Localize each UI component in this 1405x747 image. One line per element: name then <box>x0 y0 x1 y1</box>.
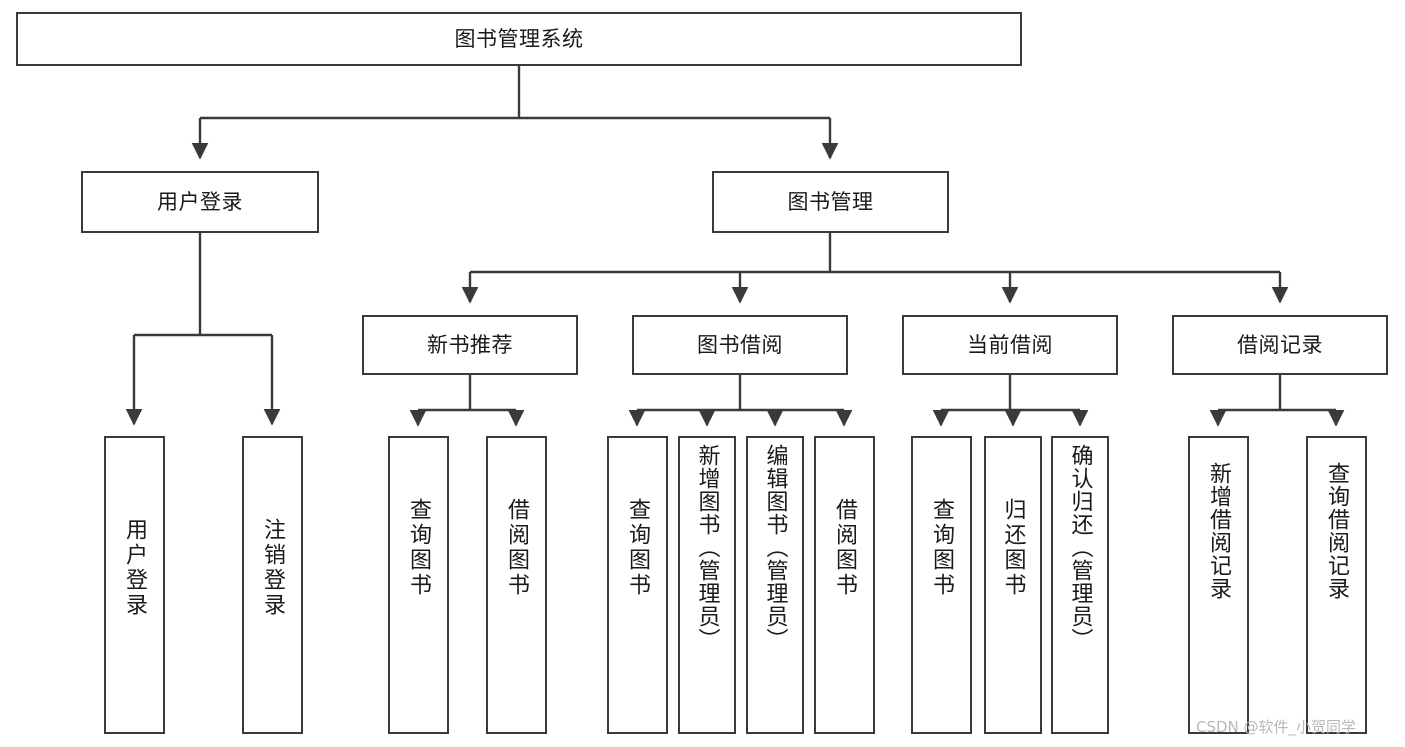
leaf-add-record-label: 新增借阅记录 <box>1206 462 1232 600</box>
leaf-user-login[interactable]: 用户登录 <box>104 436 165 734</box>
node-borrow-record-label: 借阅记录 <box>1237 332 1323 357</box>
csdn-watermark: CSDN @软件_小贺同学 <box>1196 718 1357 736</box>
leaf-borrow-book-1-label: 借阅图书 <box>504 498 530 598</box>
node-root[interactable]: 图书管理系统 <box>16 12 1022 66</box>
node-user-login-label: 用户登录 <box>157 189 243 214</box>
leaf-query-book-3-label: 查询图书 <box>929 498 955 598</box>
node-book-borrow[interactable]: 图书借阅 <box>632 315 848 375</box>
leaf-edit-book[interactable]: 编辑图书（管理员） <box>746 436 804 734</box>
node-current-borrow[interactable]: 当前借阅 <box>902 315 1118 375</box>
leaf-borrow-book-2[interactable]: 借阅图书 <box>814 436 875 734</box>
leaf-query-book-1[interactable]: 查询图书 <box>388 436 449 734</box>
node-book-borrow-label: 图书借阅 <box>697 332 783 357</box>
leaf-borrow-book-1[interactable]: 借阅图书 <box>486 436 547 734</box>
node-new-book-rec-label: 新书推荐 <box>427 332 513 357</box>
node-book-manage[interactable]: 图书管理 <box>712 171 949 233</box>
node-root-label: 图书管理系统 <box>454 26 584 51</box>
leaf-user-login-label: 用户登录 <box>122 518 148 618</box>
node-current-borrow-label: 当前借阅 <box>967 332 1053 357</box>
leaf-query-book-2[interactable]: 查询图书 <box>607 436 668 734</box>
leaf-return-book-label: 归还图书 <box>1000 498 1026 598</box>
leaf-edit-book-label: 编辑图书（管理员） <box>762 444 788 651</box>
leaf-query-book-1-label: 查询图书 <box>406 498 432 598</box>
leaf-confirm-return-label: 确认归还（管理员） <box>1067 444 1093 651</box>
node-user-login[interactable]: 用户登录 <box>81 171 319 233</box>
leaf-query-book-3[interactable]: 查询图书 <box>911 436 972 734</box>
leaf-query-record-label: 查询借阅记录 <box>1324 462 1350 600</box>
node-borrow-record[interactable]: 借阅记录 <box>1172 315 1388 375</box>
leaf-query-record[interactable]: 查询借阅记录 <box>1306 436 1367 734</box>
leaf-user-logout-label: 注销登录 <box>260 518 286 618</box>
leaf-query-book-2-label: 查询图书 <box>625 498 651 598</box>
leaf-add-record[interactable]: 新增借阅记录 <box>1188 436 1249 734</box>
leaf-confirm-return[interactable]: 确认归还（管理员） <box>1051 436 1109 734</box>
node-new-book-rec[interactable]: 新书推荐 <box>362 315 578 375</box>
leaf-add-book-label: 新增图书（管理员） <box>694 444 720 651</box>
leaf-return-book[interactable]: 归还图书 <box>984 436 1042 734</box>
leaf-user-logout[interactable]: 注销登录 <box>242 436 303 734</box>
leaf-add-book[interactable]: 新增图书（管理员） <box>678 436 736 734</box>
leaf-borrow-book-2-label: 借阅图书 <box>832 498 858 598</box>
node-book-manage-label: 图书管理 <box>787 189 874 214</box>
